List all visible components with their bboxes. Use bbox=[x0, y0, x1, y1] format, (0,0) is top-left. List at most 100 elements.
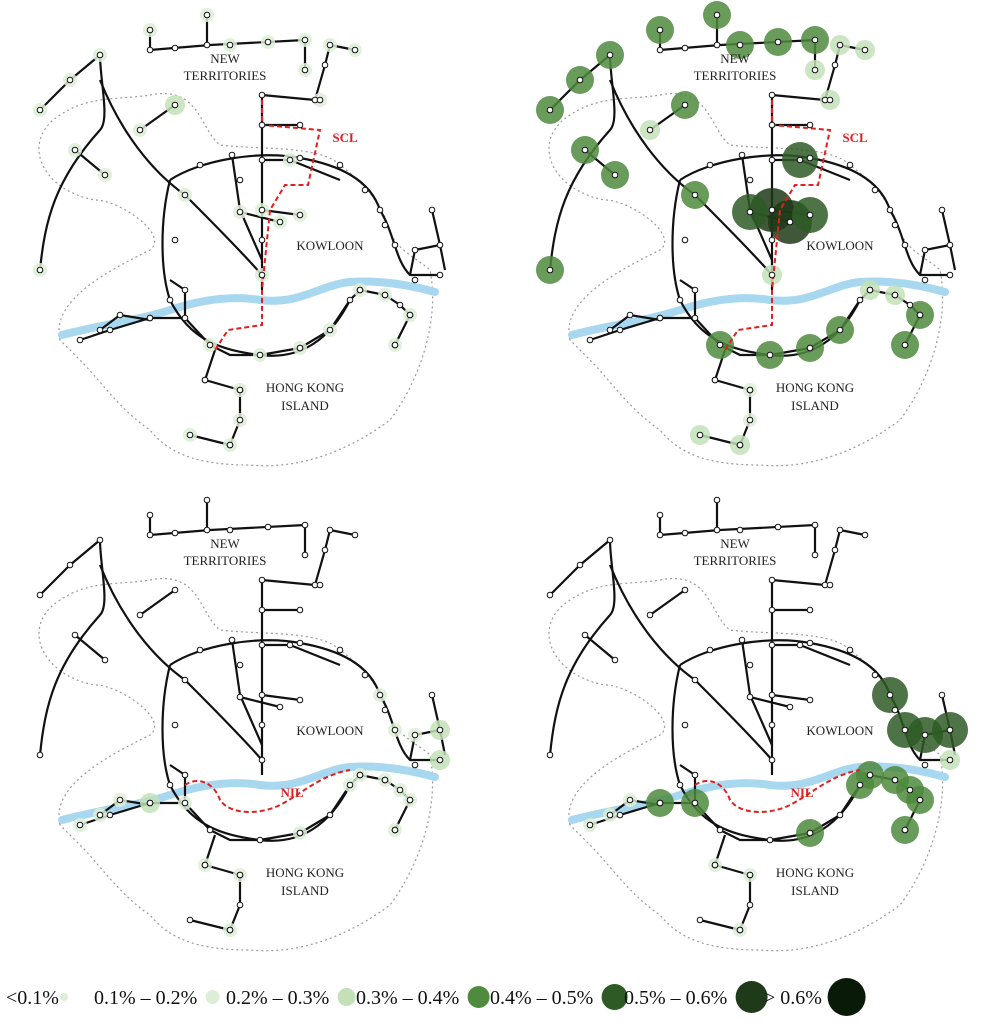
station bbox=[396, 301, 404, 309]
station bbox=[381, 706, 389, 714]
station bbox=[336, 646, 344, 654]
station bbox=[226, 926, 234, 934]
legend-swatch bbox=[467, 986, 490, 1008]
legend-swatch bbox=[337, 988, 356, 1006]
station bbox=[258, 691, 266, 699]
station bbox=[171, 586, 179, 594]
station bbox=[796, 641, 804, 649]
station bbox=[203, 496, 211, 504]
station bbox=[436, 756, 444, 764]
legend-label: 0.1% – 0.2% bbox=[94, 987, 197, 1009]
station bbox=[296, 154, 304, 162]
station bbox=[236, 208, 244, 216]
station bbox=[891, 291, 899, 299]
station bbox=[866, 771, 874, 779]
station bbox=[866, 286, 874, 294]
station bbox=[236, 901, 244, 909]
station bbox=[656, 531, 664, 539]
station bbox=[586, 336, 594, 344]
station bbox=[576, 561, 584, 569]
station bbox=[768, 576, 776, 584]
station bbox=[766, 836, 774, 844]
station bbox=[436, 726, 444, 734]
station bbox=[258, 206, 266, 214]
station bbox=[203, 526, 211, 534]
station bbox=[201, 376, 209, 384]
station bbox=[321, 61, 329, 69]
station bbox=[806, 639, 814, 647]
station bbox=[826, 581, 834, 589]
station bbox=[258, 271, 266, 279]
station bbox=[428, 691, 436, 699]
region-label-hong-kong: HONG KONG bbox=[266, 865, 344, 880]
station bbox=[264, 523, 272, 531]
new-line-label: SCL bbox=[332, 130, 358, 145]
station bbox=[264, 38, 272, 46]
station bbox=[181, 799, 189, 807]
station bbox=[916, 796, 924, 804]
station bbox=[296, 121, 304, 129]
legend-swatch bbox=[735, 981, 768, 1013]
station bbox=[296, 211, 304, 219]
station bbox=[356, 771, 364, 779]
station bbox=[203, 11, 211, 19]
region-label-hong-kong: HONG KONG bbox=[266, 380, 344, 395]
station bbox=[258, 156, 266, 164]
station bbox=[576, 76, 584, 84]
station bbox=[768, 271, 776, 279]
station bbox=[258, 756, 266, 764]
station bbox=[136, 126, 144, 134]
station bbox=[891, 776, 899, 784]
station bbox=[36, 591, 44, 599]
station bbox=[716, 826, 724, 834]
station bbox=[856, 296, 864, 304]
station bbox=[376, 691, 384, 699]
station bbox=[146, 46, 154, 54]
station bbox=[301, 66, 309, 74]
station bbox=[276, 703, 284, 711]
region-label-new: NEW bbox=[210, 51, 240, 66]
station bbox=[258, 606, 266, 614]
station bbox=[946, 726, 954, 734]
station bbox=[381, 776, 389, 784]
new-line-path bbox=[724, 100, 832, 351]
station bbox=[186, 916, 194, 924]
station bbox=[738, 151, 746, 159]
station bbox=[406, 311, 414, 319]
station bbox=[206, 341, 214, 349]
station bbox=[76, 821, 84, 829]
station bbox=[768, 121, 776, 129]
station bbox=[746, 693, 754, 701]
station bbox=[681, 236, 689, 244]
station bbox=[921, 731, 929, 739]
station bbox=[806, 696, 814, 704]
station bbox=[236, 871, 244, 879]
station bbox=[871, 186, 879, 194]
station bbox=[226, 526, 234, 534]
station bbox=[201, 861, 209, 869]
station bbox=[166, 296, 174, 304]
station bbox=[901, 726, 909, 734]
station bbox=[186, 431, 194, 439]
station bbox=[411, 761, 419, 769]
station bbox=[806, 829, 814, 837]
station bbox=[381, 221, 389, 229]
station bbox=[768, 641, 776, 649]
station bbox=[706, 161, 714, 169]
station bbox=[806, 154, 814, 162]
station bbox=[646, 126, 654, 134]
station bbox=[861, 531, 869, 539]
station bbox=[691, 676, 699, 684]
station bbox=[713, 496, 721, 504]
station bbox=[746, 176, 754, 184]
station bbox=[546, 106, 554, 114]
station bbox=[236, 176, 244, 184]
station bbox=[681, 586, 689, 594]
station bbox=[713, 41, 721, 49]
region-label-new: NEW bbox=[720, 536, 750, 551]
region-label-territories: TERRITORIES bbox=[694, 68, 777, 83]
station bbox=[846, 161, 854, 169]
station bbox=[606, 51, 614, 59]
